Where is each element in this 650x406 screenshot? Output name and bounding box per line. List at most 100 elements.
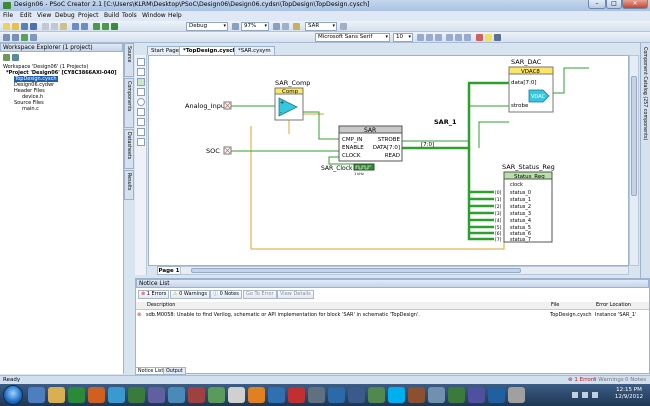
app-taskbar-icon-13[interactable]	[468, 387, 485, 403]
explorer-refresh-icon[interactable]	[3, 54, 10, 61]
app-taskbar-icon-12[interactable]	[448, 387, 465, 403]
app-taskbar-icon-7[interactable]	[328, 387, 345, 403]
line-color-icon[interactable]	[494, 34, 501, 41]
page-tab[interactable]: Page 1	[157, 266, 181, 275]
tree-cydwr[interactable]: Design06.cydwr	[14, 82, 55, 88]
flag-tray-icon[interactable]	[592, 392, 598, 398]
notes-filter-button[interactable]: ⓘ 0 Notes	[210, 290, 242, 299]
bold-icon[interactable]	[417, 34, 424, 41]
save-all-icon[interactable]	[30, 23, 37, 30]
status-notes[interactable]: 0 Notes	[625, 377, 647, 383]
app-taskbar-icon-15[interactable]	[508, 387, 525, 403]
bus-icon[interactable]	[30, 34, 37, 41]
find-component-select[interactable]: SAR	[305, 22, 337, 31]
component-catalog-tab[interactable]: Component Catalog (257 components)	[640, 43, 650, 283]
tab-sar-symbol[interactable]: *SAR.cysym	[234, 46, 275, 55]
acrobat-taskbar-icon[interactable]	[288, 387, 305, 403]
menu-view[interactable]: View	[37, 12, 52, 19]
word-taskbar-icon[interactable]	[268, 387, 285, 403]
column-file[interactable]: File	[549, 302, 594, 310]
powerpoint-taskbar-icon[interactable]	[88, 387, 105, 403]
vertical-scroll-thumb[interactable]	[631, 76, 637, 196]
debug-icon[interactable]	[111, 23, 118, 30]
column-description[interactable]: Description	[145, 302, 549, 310]
tab-topdesign[interactable]: *TopDesign.cysch	[179, 46, 241, 55]
menu-edit[interactable]: Edit	[20, 12, 32, 19]
tab-output[interactable]: Output	[163, 367, 186, 375]
save-icon[interactable]	[21, 23, 28, 30]
pointer-tool-icon[interactable]	[137, 58, 145, 66]
status-errors[interactable]: ⊗ 1 Errors	[568, 377, 596, 383]
menu-file[interactable]: File	[3, 12, 14, 19]
app-taskbar-icon-11[interactable]	[428, 387, 445, 403]
sar-body[interactable]	[338, 132, 403, 162]
build-icon[interactable]	[93, 23, 100, 30]
explorer-collapse-icon[interactable]	[12, 54, 19, 61]
image-tool-icon[interactable]	[137, 138, 145, 146]
app-taskbar-icon-10[interactable]	[408, 387, 425, 403]
polyline-tool-icon[interactable]	[137, 118, 145, 126]
canvas-vertical-scrollbar[interactable]	[629, 55, 639, 266]
volume-tray-icon[interactable]	[582, 392, 588, 398]
wire-icon[interactable]	[21, 34, 28, 41]
align-center-icon[interactable]	[455, 34, 462, 41]
side-tab-results[interactable]: Results	[124, 170, 134, 200]
open-folder-icon[interactable]	[12, 23, 19, 30]
undo-icon[interactable]	[72, 23, 79, 30]
pan-icon[interactable]	[12, 34, 19, 41]
skype-taskbar-icon[interactable]	[388, 387, 405, 403]
tree-workspace[interactable]: Workspace 'Design06' (1 Projects)	[3, 64, 89, 70]
firefox-taskbar-icon[interactable]	[248, 387, 265, 403]
search-icon[interactable]	[340, 23, 347, 30]
canvas-horizontal-scrollbar[interactable]	[180, 266, 629, 275]
side-tab-datasheets[interactable]: Datasheets	[124, 129, 134, 169]
side-tab-components[interactable]: Components	[124, 78, 134, 128]
tree-main-c[interactable]: main.c	[22, 106, 39, 112]
tab-notice-list[interactable]: Notice List	[135, 367, 167, 375]
excel-taskbar-icon[interactable]	[68, 387, 85, 403]
schematic-canvas[interactable]: Analog_Input SOC SAR_Comp Comp + - SAR_1…	[148, 55, 629, 266]
program-icon[interactable]	[102, 23, 109, 30]
select-icon[interactable]	[3, 34, 10, 41]
start-button-icon[interactable]	[3, 385, 23, 405]
zoom-select[interactable]: 97%	[241, 22, 269, 31]
align-left-icon[interactable]	[446, 34, 453, 41]
view-details-button[interactable]: View Details	[277, 290, 314, 299]
psoc-creator-taskbar-icon[interactable]	[128, 387, 145, 403]
bus-tool-icon[interactable]	[137, 78, 145, 86]
app-taskbar-icon-2[interactable]	[168, 387, 185, 403]
warnings-filter-button[interactable]: ⚠ 0 Warnings	[170, 290, 211, 299]
minimize-button[interactable]: –	[588, 0, 606, 9]
copy-icon[interactable]	[51, 23, 58, 30]
menu-tools[interactable]: Tools	[122, 12, 137, 19]
sar-clock-symbol[interactable]	[353, 163, 375, 171]
tree-project[interactable]: *Project 'Design06' [CY8C3866AXI-040]	[6, 70, 117, 76]
text-color-icon[interactable]	[476, 34, 483, 41]
media-taskbar-icon[interactable]	[108, 387, 125, 403]
paste-icon[interactable]	[60, 23, 67, 30]
zoom-out-icon[interactable]	[273, 23, 280, 30]
ie-taskbar-icon[interactable]	[28, 387, 45, 403]
zoom-fit-icon[interactable]	[282, 23, 289, 30]
tab-start-page[interactable]: Start Page	[147, 46, 183, 55]
tree-source-files[interactable]: Source Files	[14, 100, 44, 106]
ellipse-tool-icon[interactable]	[137, 98, 145, 106]
taskbar-clock[interactable]: 12:15 PM 12/9/2012	[610, 387, 648, 401]
find-icon[interactable]	[293, 23, 300, 30]
wire-tool-icon[interactable]	[137, 68, 145, 76]
fill-color-icon[interactable]	[485, 34, 492, 41]
menu-debug[interactable]: Debug	[55, 12, 75, 19]
app-taskbar-icon-5[interactable]	[228, 387, 245, 403]
app-taskbar-icon-8[interactable]	[348, 387, 365, 403]
menu-window[interactable]: Window	[142, 12, 166, 19]
tree-header-files[interactable]: Header Files	[14, 88, 45, 94]
font-size-select[interactable]: 10	[393, 33, 413, 42]
line-tool-icon[interactable]	[137, 108, 145, 116]
menu-project[interactable]: Project	[78, 12, 99, 19]
app-taskbar-icon-3[interactable]	[188, 387, 205, 403]
tree-topdesign[interactable]: TopDesign.cysch	[14, 76, 58, 82]
app-taskbar-icon-6[interactable]	[308, 387, 325, 403]
maximize-button[interactable]: □	[606, 0, 622, 9]
close-button[interactable]: ✕	[622, 0, 648, 9]
menu-help[interactable]: Help	[168, 12, 182, 19]
